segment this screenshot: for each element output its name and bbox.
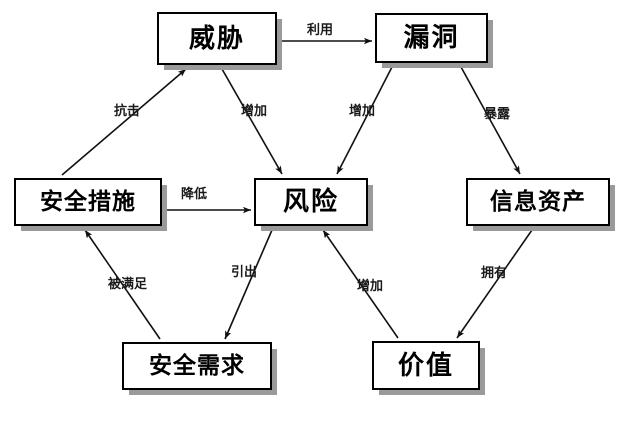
- edge-control-counters-threat: [61, 68, 187, 176]
- node-threat[interactable]: 威胁: [157, 12, 277, 65]
- node-vulnerability[interactable]: 漏洞: [375, 13, 488, 63]
- edge-threat-increases-risk: [221, 68, 283, 175]
- edge-label-asset-has-value: 拥有: [481, 266, 508, 281]
- edge-vuln-exposes-asset: [460, 66, 521, 175]
- edge-risk-derives-requirement: [224, 229, 273, 340]
- edge-label-value-increases-risk: 增加: [357, 279, 384, 294]
- edge-asset-has-value: [456, 229, 533, 339]
- edge-value-increases-risk: [322, 229, 399, 339]
- node-security-requirement[interactable]: 安全需求: [122, 342, 272, 390]
- node-threat-label: 威胁: [188, 23, 245, 54]
- edge-label-threat-increases-risk: 增加: [241, 104, 268, 119]
- node-security-control[interactable]: 安全措施: [14, 178, 162, 226]
- node-value[interactable]: 价值: [372, 341, 480, 390]
- node-information-asset-label: 信息资产: [490, 188, 586, 215]
- edge-label-threat-exploits-vuln: 利用: [307, 23, 334, 38]
- node-value-label: 价值: [397, 350, 454, 381]
- node-vulnerability-label: 漏洞: [403, 23, 460, 53]
- edge-label-vuln-increases-risk: 增加: [349, 104, 376, 119]
- edge-label-control-counters-threat: 抗击: [114, 104, 141, 119]
- edge-requirement-satisfied-by-control: [84, 229, 161, 340]
- edge-label-vuln-exposes-asset: 暴露: [484, 107, 511, 122]
- edge-label-risk-derives-requirement: 引出: [231, 265, 258, 280]
- node-information-asset[interactable]: 信息资产: [466, 178, 610, 226]
- node-risk[interactable]: 风险: [254, 178, 368, 226]
- edge-label-requirement-satisfied-by-control: 被满足: [108, 277, 148, 292]
- node-security-control-label: 安全措施: [40, 188, 136, 215]
- node-risk-label: 风险: [282, 187, 339, 217]
- node-security-requirement-label: 安全需求: [149, 352, 245, 379]
- edge-vuln-increases-risk: [336, 66, 393, 175]
- edge-label-control-reduces-risk: 降低: [181, 187, 208, 202]
